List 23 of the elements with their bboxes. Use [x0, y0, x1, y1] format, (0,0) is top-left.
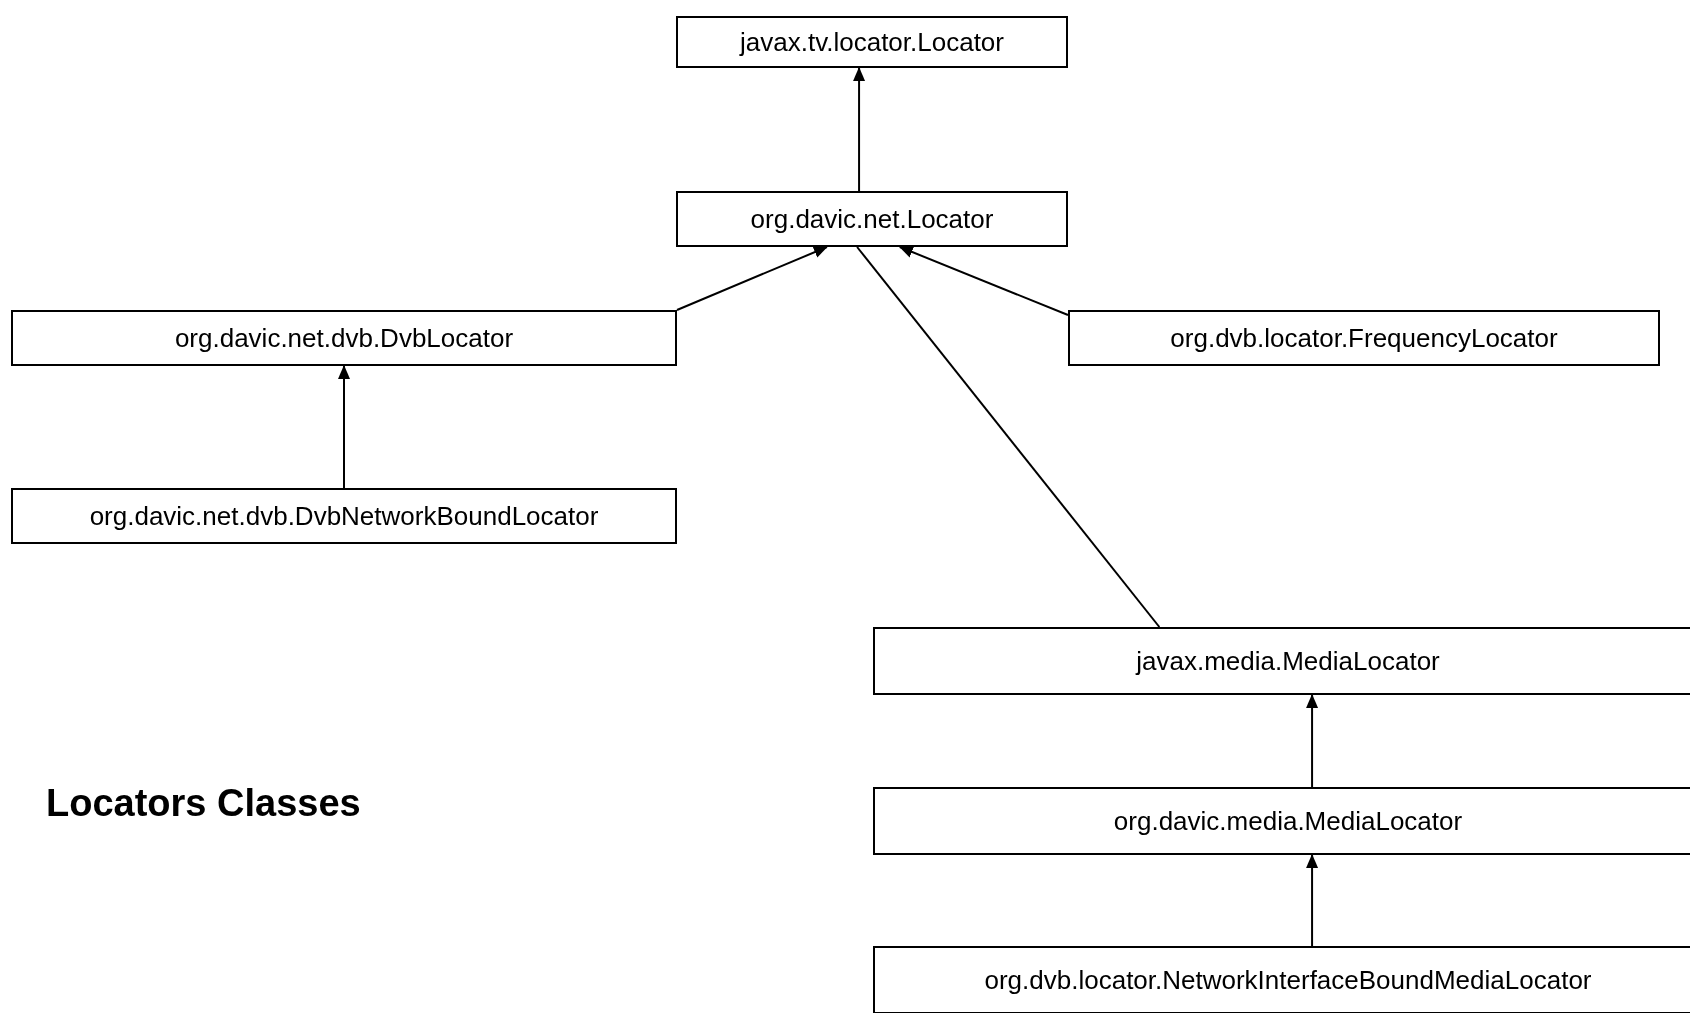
class-name: org.davic.net.Locator [750, 206, 994, 232]
arrow [898, 246, 1069, 317]
class-name: javax.media.MediaLocator [1136, 648, 1440, 674]
class-name: javax.tv.locator.Locator [740, 29, 1004, 55]
class-name: org.davic.net.dvb.DvbNetworkBoundLocator [89, 503, 599, 529]
class-box [873, 787, 1690, 855]
class-name: org.dvb.locator.FrequencyLocator [1170, 325, 1558, 351]
diagram-title: Locators Classes [46, 784, 361, 822]
class-box [1068, 310, 1660, 366]
class-box [873, 946, 1690, 1013]
class-box [676, 16, 1068, 68]
arrow [676, 246, 828, 311]
class-name: org.dvb.locator.NetworkInterfaceBoundMediaLocator [984, 967, 1592, 993]
arrow [853, 67, 866, 192]
class-box [676, 191, 1068, 247]
class-box [11, 310, 677, 366]
class-name: org.davic.media.MediaLocator [1113, 808, 1463, 834]
class-box [11, 488, 677, 544]
class-box [873, 627, 1690, 695]
arrow [1306, 694, 1319, 788]
class-name: org.davic.net.dvb.DvbLocator [174, 325, 514, 351]
arrow [1306, 854, 1319, 947]
arrow [338, 365, 350, 489]
